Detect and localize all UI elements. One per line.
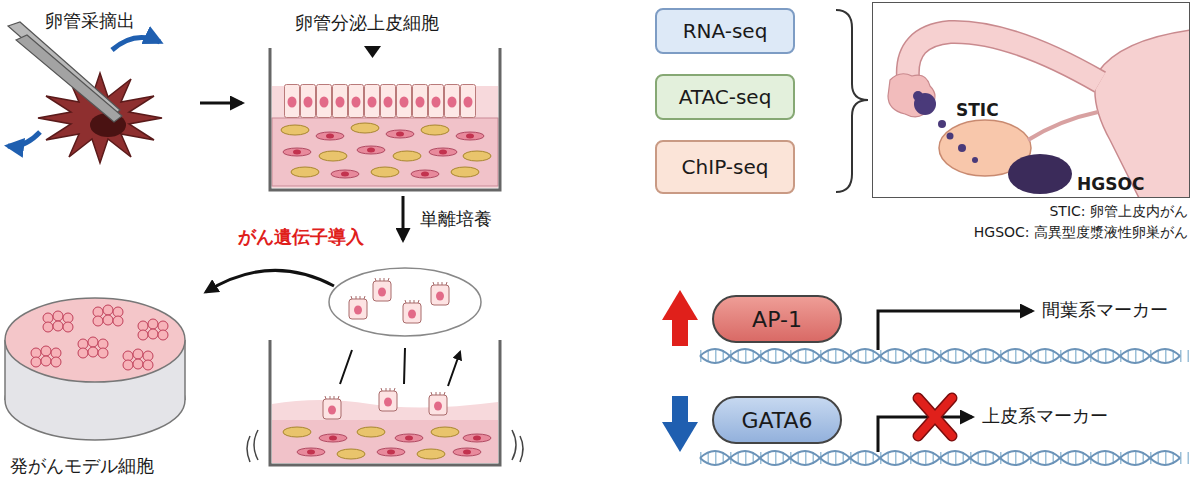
node-text: AP-1: [752, 307, 802, 332]
method-box: ChIP-seq: [655, 140, 795, 194]
site-label: STIC: [956, 100, 999, 120]
anatomy-illustration: [873, 3, 1189, 197]
annotation-label: 卵管采摘出: [45, 10, 135, 32]
down-arrow: [662, 396, 698, 452]
node-text: ATAC-seq: [679, 85, 772, 109]
flow-arrow: [206, 270, 334, 292]
flow-arrow: [200, 103, 242, 104]
dna-strand: [700, 349, 1190, 465]
node-text: RNA-seq: [683, 19, 768, 43]
annotation-label: 間葉系マーカー: [1042, 299, 1168, 321]
block-cross: [918, 398, 952, 436]
method-box: ATAC-seq: [655, 74, 795, 120]
annotation-label: STIC: 卵管上皮内がん: [1049, 203, 1188, 220]
up-arrow: [662, 290, 698, 346]
annotation-label: 上皮系マーカー: [982, 405, 1108, 427]
isolated-cells: [329, 268, 481, 336]
annotation-label: 単離培養: [420, 208, 492, 230]
bracket: [836, 10, 868, 192]
anatomy-panel: STIC HGSOC: [872, 2, 1190, 198]
transcription-arrow: [878, 311, 1032, 452]
culture-dish: [270, 46, 500, 190]
factor-pill: AP-1: [712, 295, 842, 343]
factor-pill: GATA6: [712, 396, 842, 444]
flow-arrow: [403, 196, 404, 240]
method-box: RNA-seq: [655, 8, 795, 54]
annotation-label: HGSOC: 高異型度漿液性卵巣がん: [974, 224, 1188, 241]
annotation-label: 卵管分泌上皮細胞: [295, 12, 439, 34]
annotation-label: がん遺伝子導入: [238, 226, 364, 248]
annotation-label: 発がんモデル細胞: [10, 455, 154, 477]
shaking-dish: [247, 340, 523, 465]
petri-dish: [5, 298, 185, 440]
node-text: GATA6: [741, 408, 812, 433]
node-text: ChIP-seq: [682, 155, 769, 179]
site-label: HGSOC: [1077, 174, 1144, 194]
fimbria-illustration: [8, 22, 162, 163]
